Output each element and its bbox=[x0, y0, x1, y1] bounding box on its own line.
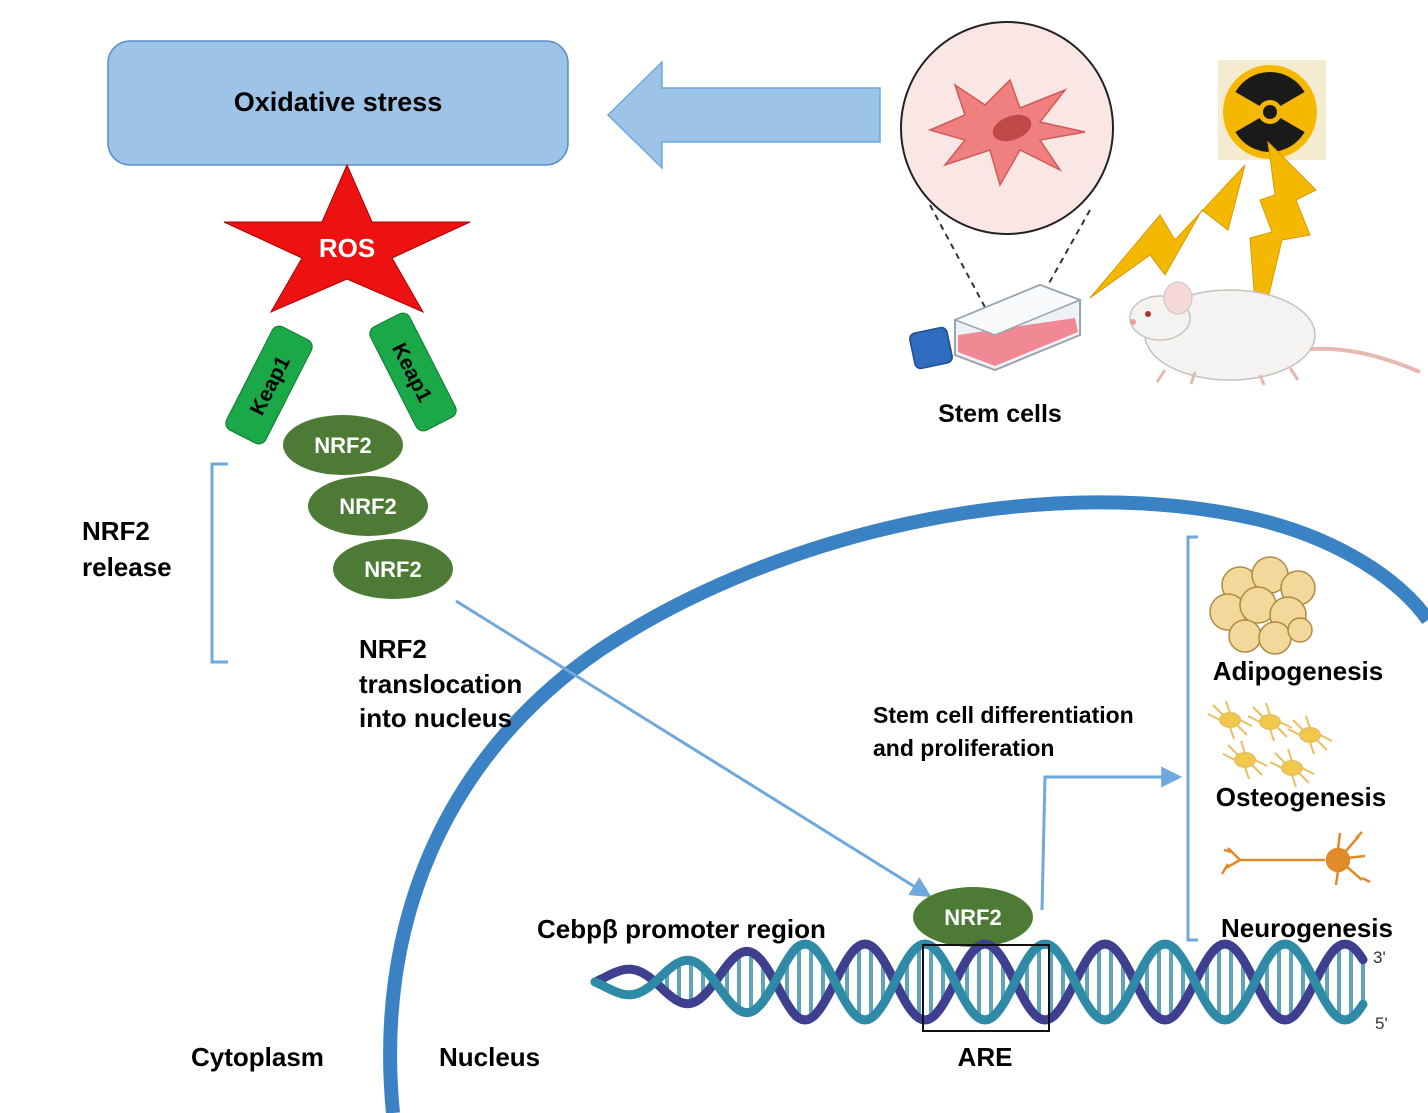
ros-label: ROS bbox=[319, 233, 375, 263]
nrf2-release-label: NRF2 release bbox=[82, 516, 172, 582]
nrf2-nucleus-ellipse: NRF2 bbox=[913, 887, 1033, 947]
nrf2-ellipse-1: NRF2 bbox=[283, 415, 403, 475]
osteocyte-icon bbox=[1207, 700, 1333, 788]
dna-icon bbox=[590, 939, 1368, 1025]
dna-3prime-label: 3' bbox=[1373, 948, 1386, 967]
adipogenesis-label: Adipogenesis bbox=[1213, 656, 1383, 686]
mouse-icon bbox=[1129, 281, 1421, 386]
release-bracket bbox=[210, 462, 228, 664]
are-label: ARE bbox=[958, 1042, 1013, 1072]
are-box bbox=[922, 944, 1050, 1032]
lightning-icon bbox=[1089, 164, 1246, 299]
promoter-label: Cebpβ promoter region bbox=[537, 914, 826, 944]
differentiation-label: Stem cell differentiation and proliferat… bbox=[873, 702, 1140, 761]
svg-text:NRF2: NRF2 bbox=[944, 905, 1001, 930]
zoom-line-right bbox=[1019, 209, 1091, 336]
stem-cells-label: Stem cells bbox=[938, 400, 1062, 428]
nrf2-translocation-label: NRF2 translocation into nucleus bbox=[359, 634, 529, 733]
radiation-icon bbox=[1218, 60, 1326, 160]
svg-text:NRF2: NRF2 bbox=[339, 494, 396, 519]
dna-strand-2 bbox=[590, 939, 1368, 1025]
stem-cell-icon bbox=[900, 21, 1114, 235]
dna-5prime-label: 5' bbox=[1375, 1014, 1388, 1033]
svg-text:NRF2: NRF2 bbox=[314, 433, 371, 458]
cytoplasm-label: Cytoplasm bbox=[191, 1042, 324, 1072]
svg-text:NRF2: NRF2 bbox=[364, 557, 421, 582]
keap1-right: Keap1 bbox=[369, 312, 457, 432]
neurogenesis-label: Neurogenesis bbox=[1221, 913, 1393, 943]
neuron-icon bbox=[1220, 831, 1371, 886]
lineage-bracket bbox=[1186, 535, 1198, 942]
oxidative-stress-box: Oxidative stress bbox=[107, 40, 569, 166]
nrf2-ellipse-2: NRF2 bbox=[308, 476, 428, 536]
adipocyte-icon bbox=[1209, 556, 1316, 655]
osteogenesis-label: Osteogenesis bbox=[1216, 782, 1387, 812]
nuclear-membrane bbox=[383, 495, 1428, 1113]
oxidative-stress-label: Oxidative stress bbox=[234, 87, 443, 117]
left-arrow bbox=[606, 60, 881, 170]
cell-flask-icon bbox=[909, 283, 1083, 372]
nrf2-ellipse-3: NRF2 bbox=[333, 539, 453, 599]
translocation-arrow bbox=[455, 599, 932, 898]
ros-star: ROS bbox=[223, 163, 471, 314]
nucleus-label: Nucleus bbox=[439, 1042, 540, 1072]
differentiation-arrow bbox=[1040, 766, 1183, 911]
